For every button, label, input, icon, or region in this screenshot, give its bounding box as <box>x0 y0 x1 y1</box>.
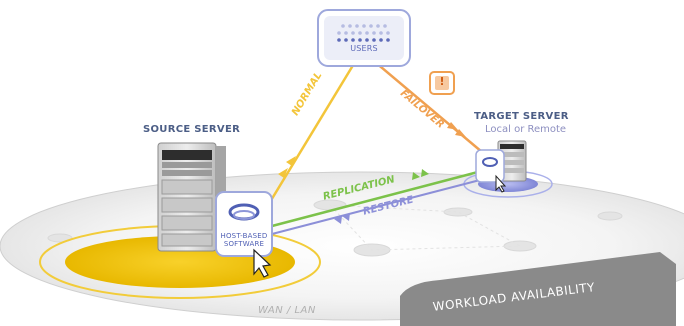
host-software-card <box>215 191 273 278</box>
restore-arrows <box>334 213 350 224</box>
host-software-label-line2: SOFTWARE <box>223 240 265 248</box>
restore-link-line <box>271 179 481 235</box>
source-server-title: SOURCE SERVER <box>143 124 241 135</box>
users-icon <box>337 24 390 35</box>
target-server-title: TARGET SERVER <box>474 111 569 122</box>
normal-arrows <box>278 156 296 178</box>
replication-arrows <box>412 169 429 180</box>
failover-arrows <box>447 122 466 137</box>
users-label: USERS <box>350 44 378 53</box>
network-label: WAN / LAN <box>258 305 316 316</box>
alert-symbol: ! <box>439 75 445 88</box>
workload-banner <box>400 252 676 326</box>
host-software-label-line1: HOST-BASED <box>220 232 268 240</box>
alert-icon <box>429 71 455 95</box>
users-box <box>317 9 411 67</box>
target-server-icon <box>475 140 527 193</box>
cursor-icon <box>253 248 272 278</box>
failover-link-line <box>374 61 483 153</box>
replication-link-line <box>271 170 479 228</box>
normal-link-line <box>268 61 357 203</box>
target-server-subtitle: Local or Remote <box>485 124 567 135</box>
